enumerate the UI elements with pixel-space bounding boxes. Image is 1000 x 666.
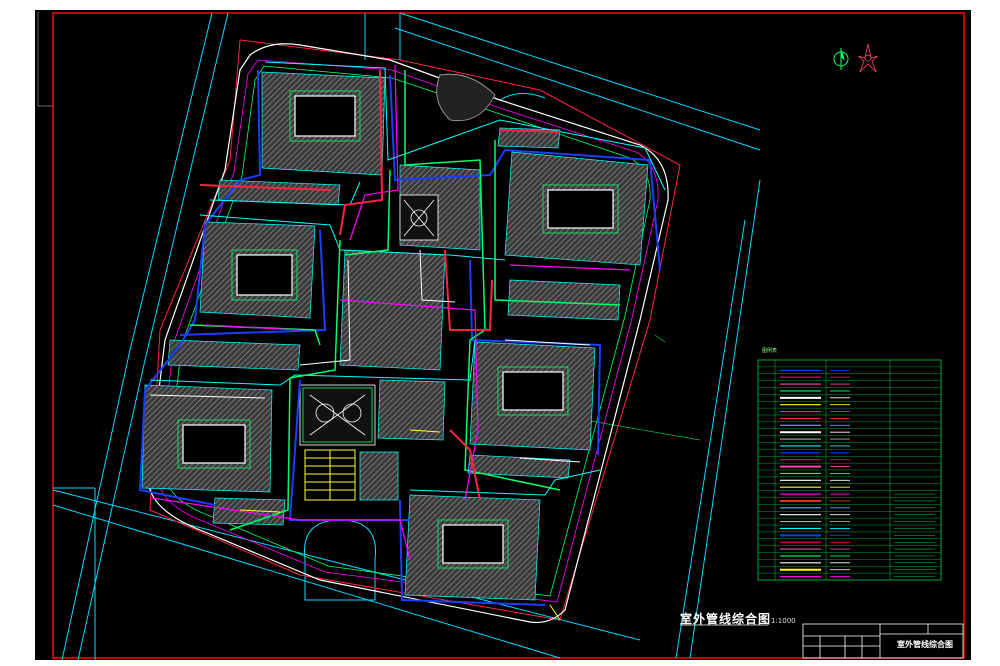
drawing-scale: 1:1000 bbox=[771, 617, 796, 625]
title-block-name: 室外管线综合图 bbox=[897, 640, 953, 649]
pipes-white bbox=[149, 249, 591, 463]
pipes-red bbox=[199, 69, 561, 501]
wind-rose-icon bbox=[857, 43, 879, 73]
surrounding-roads bbox=[52, 12, 761, 661]
north-arrow-icon bbox=[833, 48, 849, 70]
title-block bbox=[802, 623, 964, 659]
pipes-green bbox=[189, 70, 621, 531]
courtyards bbox=[182, 95, 614, 564]
drawing-title: 室外管线综合图 bbox=[680, 612, 772, 626]
site-boundary bbox=[147, 43, 669, 624]
central-plaza bbox=[299, 73, 496, 446]
drawing-border bbox=[52, 12, 965, 659]
legend-table bbox=[757, 359, 942, 581]
pipes-yellow bbox=[239, 429, 561, 621]
parking-lot bbox=[304, 449, 356, 501]
pipes-blue bbox=[138, 69, 661, 606]
legend-title: 图例表 bbox=[762, 348, 778, 354]
